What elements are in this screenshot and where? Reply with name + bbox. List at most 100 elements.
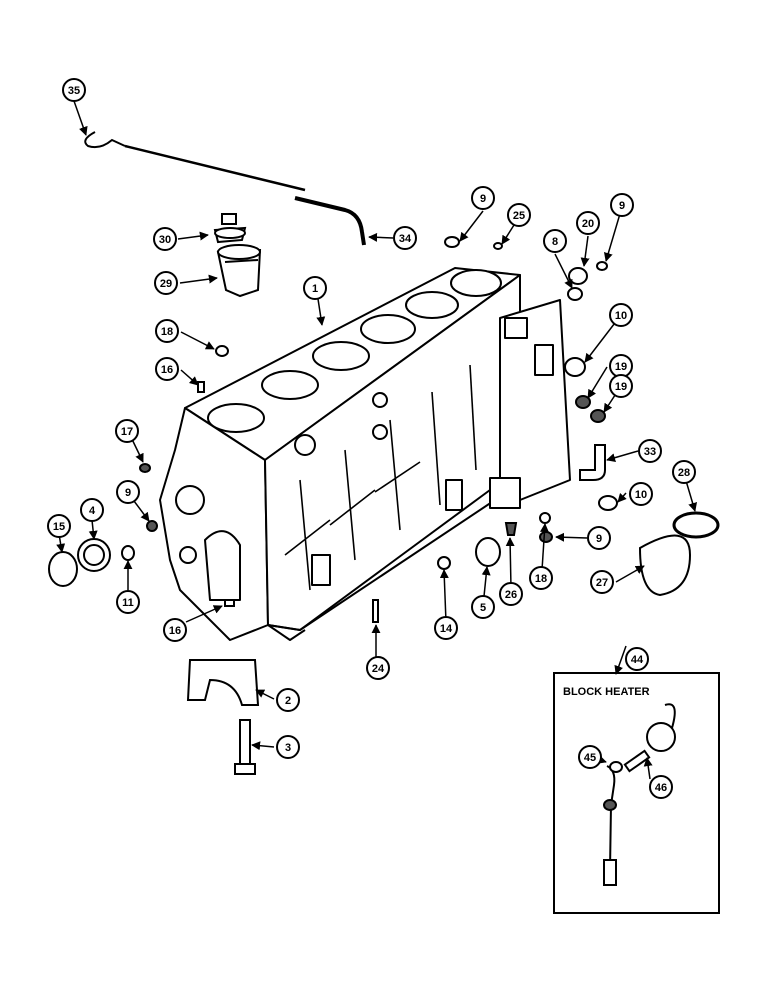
cap-8 bbox=[567, 287, 583, 301]
callout-9: 9 bbox=[610, 193, 634, 217]
callout-label: 9 bbox=[619, 200, 625, 212]
dipstick-tube bbox=[294, 196, 366, 246]
callout-label: 33 bbox=[644, 446, 656, 458]
callout-circle bbox=[590, 570, 614, 594]
callout-label: 3 bbox=[285, 742, 291, 754]
callout-circle bbox=[393, 226, 417, 250]
plug-18 bbox=[215, 345, 229, 357]
callout-25: 25 bbox=[507, 203, 531, 227]
callout-27: 27 bbox=[590, 570, 614, 594]
callout-circle bbox=[153, 227, 177, 251]
callout-46: 46 bbox=[649, 775, 673, 799]
callout-9: 9 bbox=[587, 526, 611, 550]
callout-2: 2 bbox=[276, 688, 300, 712]
callout-17: 17 bbox=[115, 419, 139, 443]
callout-label: 35 bbox=[68, 85, 80, 97]
callout-label: 19 bbox=[615, 381, 627, 393]
bearing-cap-2 bbox=[186, 659, 260, 706]
callout-circle bbox=[155, 319, 179, 343]
callout-29: 29 bbox=[154, 271, 178, 295]
hose-27 bbox=[638, 534, 692, 597]
cup-10-lower bbox=[598, 495, 618, 511]
callout-16: 16 bbox=[163, 618, 187, 642]
callout-circle bbox=[587, 526, 611, 550]
callout-label: 26 bbox=[505, 589, 517, 601]
callout-label: 16 bbox=[161, 364, 173, 376]
callout-circle bbox=[154, 271, 178, 295]
dowel-16 bbox=[197, 381, 205, 393]
callout-circle bbox=[366, 656, 390, 680]
ring-11 bbox=[121, 545, 135, 561]
callout-18: 18 bbox=[529, 566, 553, 590]
callout-label: 16 bbox=[169, 625, 181, 637]
callout-15: 15 bbox=[47, 514, 71, 538]
callout-circle bbox=[649, 775, 673, 799]
callout-label: 25 bbox=[513, 210, 525, 222]
callout-circle bbox=[471, 595, 495, 619]
callout-11: 11 bbox=[116, 590, 140, 614]
callout-35: 35 bbox=[62, 78, 86, 102]
callout-circle bbox=[638, 439, 662, 463]
callout-19: 19 bbox=[609, 374, 633, 398]
callout-label: 14 bbox=[440, 623, 453, 635]
callout-19: 19 bbox=[609, 354, 633, 378]
dowel-16-lower bbox=[224, 599, 235, 607]
disc-15 bbox=[48, 551, 78, 587]
callout-label: 2 bbox=[285, 695, 291, 707]
callout-33: 33 bbox=[638, 439, 662, 463]
callout-label: 11 bbox=[122, 597, 134, 609]
callout-label: 34 bbox=[399, 233, 412, 245]
callout-circle bbox=[115, 419, 139, 443]
callouts: 3534302992582091181610191917339281041591… bbox=[47, 78, 696, 799]
callout-circle bbox=[80, 498, 104, 522]
callout-circle bbox=[116, 480, 140, 504]
callout-circle bbox=[434, 616, 458, 640]
plug-9-left bbox=[146, 520, 158, 532]
callout-circle bbox=[629, 482, 653, 506]
filler-neck bbox=[213, 213, 247, 244]
callout-label: 18 bbox=[161, 326, 173, 338]
callout-label: 18 bbox=[535, 573, 547, 585]
plug-19-a bbox=[575, 395, 591, 409]
callout-circle bbox=[155, 357, 179, 381]
callout-circle bbox=[303, 276, 327, 300]
plug-20 bbox=[568, 267, 588, 285]
callout-9: 9 bbox=[116, 480, 140, 504]
plug-18-lower bbox=[539, 512, 551, 524]
callout-4: 4 bbox=[80, 498, 104, 522]
callout-30: 30 bbox=[153, 227, 177, 251]
callout-label: 27 bbox=[596, 577, 608, 589]
callout-circle bbox=[62, 78, 86, 102]
callout-label: 9 bbox=[596, 533, 602, 545]
callout-34: 34 bbox=[393, 226, 417, 250]
callout-10: 10 bbox=[609, 303, 633, 327]
callout-14: 14 bbox=[434, 616, 458, 640]
callout-44: 44 bbox=[625, 647, 649, 671]
inset-title: BLOCK HEATER bbox=[563, 686, 650, 698]
callout-circle bbox=[543, 229, 567, 253]
callout-label: 46 bbox=[655, 782, 667, 794]
callout-label: 24 bbox=[372, 663, 385, 675]
callout-label: 8 bbox=[552, 236, 558, 248]
callout-label: 5 bbox=[480, 602, 486, 614]
callout-circle bbox=[47, 514, 71, 538]
elbow-33 bbox=[579, 444, 606, 481]
callout-circle bbox=[576, 211, 600, 235]
callout-label: 1 bbox=[312, 283, 318, 295]
callout-label: 9 bbox=[125, 487, 131, 499]
engine-block bbox=[159, 267, 571, 641]
callout-circle bbox=[507, 203, 531, 227]
clamp-28 bbox=[672, 511, 720, 539]
callout-9: 9 bbox=[471, 186, 495, 210]
cup-10 bbox=[564, 357, 586, 377]
block-heater-inset: BLOCK HEATER bbox=[553, 672, 720, 914]
plug-17 bbox=[139, 463, 151, 473]
callout-26: 26 bbox=[499, 582, 523, 606]
callout-label: 29 bbox=[160, 278, 172, 290]
callout-label: 9 bbox=[480, 193, 486, 205]
callout-circle bbox=[672, 460, 696, 484]
ring-5 bbox=[475, 537, 501, 567]
plug-9-right bbox=[596, 261, 608, 271]
